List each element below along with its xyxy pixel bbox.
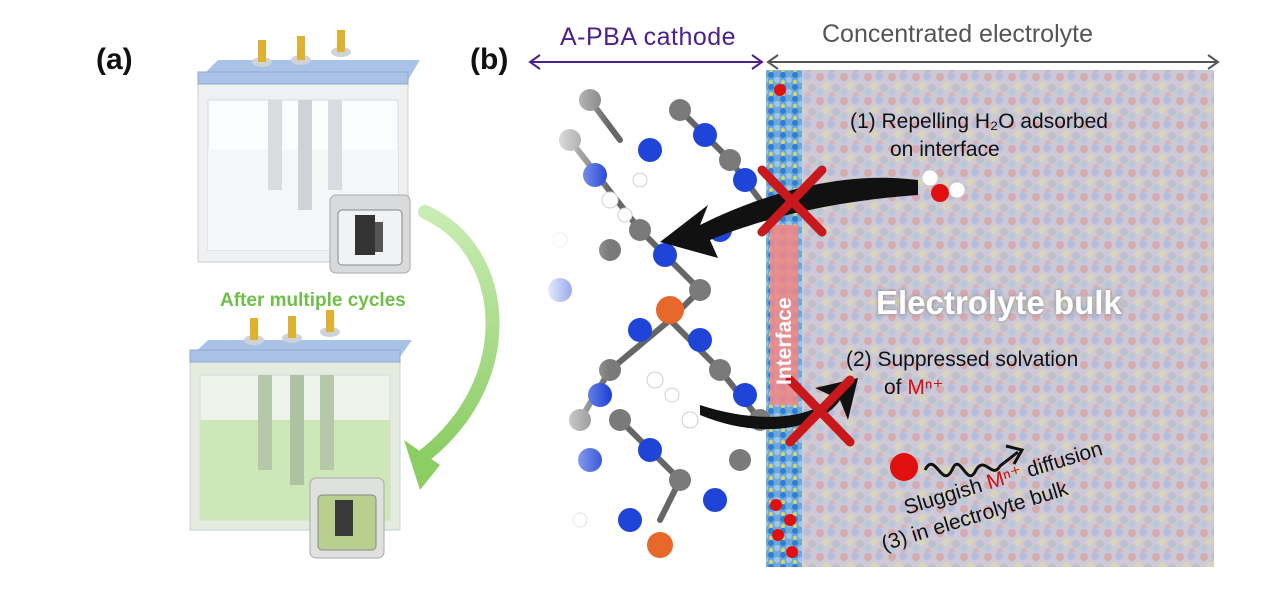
water-molecule: [921, 169, 966, 202]
beaker-photo-green: [309, 477, 385, 559]
note-1-line2: on interface: [890, 138, 1000, 161]
electrolyte-label: Concentrated electrolyte: [822, 20, 1093, 48]
note-2-line1: (2) Suppressed solvation: [846, 348, 1079, 371]
electrolyte-span-arrow: [766, 54, 1220, 70]
battery-cell-fresh: [197, 30, 420, 274]
terminal-pins-cycled: [244, 310, 340, 345]
battery-cell-cycled: [189, 310, 412, 559]
cycle-arrow: [404, 205, 500, 490]
ion-symbol: Mⁿ⁺: [907, 376, 944, 399]
interface-label-box: [770, 225, 798, 405]
h2o-repel-arrow: [660, 177, 918, 258]
electrolyte-bulk-label: Electrolyte bulk: [876, 284, 1122, 321]
interface-red-atoms: [770, 84, 798, 558]
note-1-line1: (1) Repelling H₂O adsorbed: [850, 110, 1108, 133]
note-1: (1) Repelling H₂O adsorbed on interface: [850, 108, 1108, 164]
cathode-framework: [548, 89, 771, 558]
diffusion-squiggle: [923, 444, 1025, 478]
beaker-photo-clear: [329, 194, 411, 274]
panel-a-label: (a): [96, 43, 133, 76]
transition-metal-atoms: [647, 296, 684, 558]
electrolyte-bulk-region: [800, 70, 1214, 567]
metal-ion: [890, 453, 918, 481]
note-2: (2) Suppressed solvation of Mⁿ⁺: [846, 346, 1078, 402]
cathode-span-arrow: [528, 54, 764, 70]
interface-label: Interface: [773, 297, 796, 385]
note-2-line2: of Mⁿ⁺: [884, 376, 944, 399]
cross-mark-1: [757, 165, 827, 237]
cathode-label: A-PBA cathode: [560, 23, 737, 51]
terminal-pins-fresh: [252, 30, 351, 67]
cross-mark-2: [785, 375, 855, 447]
cycle-caption: After multiple cycles: [220, 290, 406, 311]
panel-b-label: (b): [470, 43, 509, 76]
